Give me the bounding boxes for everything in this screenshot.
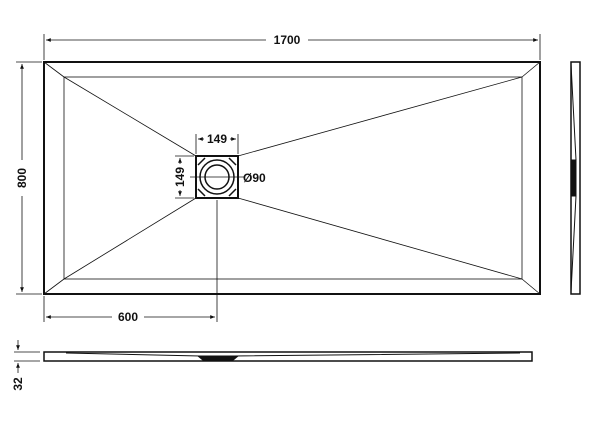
waste-offset-label: 600 (118, 310, 138, 324)
length-label: 1700 (274, 33, 301, 47)
front-profile (43, 351, 533, 362)
side-view (570, 61, 581, 295)
waste-width-label: 149 (207, 132, 227, 146)
height-label: 32 (11, 377, 25, 391)
plan-view (43, 61, 541, 295)
waste-diameter-label: Ø90 (243, 171, 266, 185)
waste-outlet (190, 155, 244, 199)
bevel-lines (43, 61, 541, 295)
width-label: 800 (15, 168, 29, 188)
waste-height-label: 149 (173, 167, 187, 187)
tray-inner-edge (63, 76, 523, 280)
tray-outline (43, 61, 541, 295)
